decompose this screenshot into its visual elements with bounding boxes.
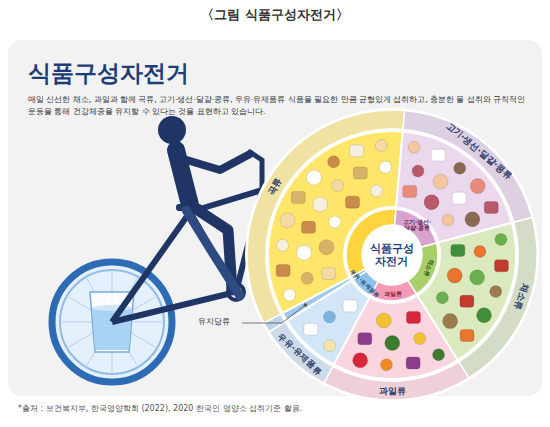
food-icon [280,213,295,228]
food-icon [412,165,424,177]
ring-label: 곡류 [265,177,283,198]
food-icon [301,221,315,233]
food-icon [470,179,485,194]
center-disc [362,225,422,285]
food-icon [301,272,313,284]
food-icon [343,300,357,312]
center-title: 식품구성 자전거 [368,242,416,268]
rider-head [158,116,186,144]
food-icon [353,167,367,179]
food-icon [306,170,321,185]
food-icon [350,145,364,157]
food-icon [433,349,445,361]
food-icon [490,286,502,298]
food-icon [477,308,492,323]
food-icon [276,265,290,277]
figure-title: 〈그림 식품구성자전거〉 [0,6,550,24]
food-icon [460,295,474,307]
food-icon [313,197,328,212]
food-icon [465,212,480,227]
center-circle: 식품구성 자전거 [362,225,423,286]
food-icon [406,311,420,323]
food-icon [353,353,368,368]
food-icon [424,195,439,210]
ring-label: 과일류 [379,385,406,396]
food-icon [345,196,359,208]
food-icon [276,239,288,251]
food-icon [328,156,340,168]
callout-label: 유지당류 [196,317,232,327]
food-icon [284,289,296,301]
food-sector [334,296,458,379]
leader-line [242,305,305,323]
food-icon [375,140,387,152]
food-icon [470,270,485,285]
food-icon [291,191,305,203]
ring-label: 우유·유제품류 [275,331,324,377]
food-icon [371,185,383,197]
food-icon [495,233,507,245]
food-icon [304,323,318,335]
rider-arm [180,154,250,170]
food-icon [297,245,312,260]
food-icon [443,314,458,329]
leader-dot [304,303,308,307]
food-icon [454,162,466,174]
water [92,308,132,350]
food-icon [376,313,391,328]
food-icon [322,268,336,280]
food-icon [408,141,420,153]
heading: 식품구성자전거 [28,60,189,88]
food-icon [484,202,498,214]
inner-label: 과일류 [384,290,402,297]
rider-leg [186,210,240,296]
food-icon [452,192,466,204]
source-note: *출처 : 보건복지부, 한국영양학회 (2022), 2020 한국인 영양소… [18,404,302,414]
bike-fork [250,152,262,190]
food-icon [414,333,426,345]
food-icon [385,335,400,350]
food-icon [494,260,508,272]
food-icon [406,357,420,369]
food-icon [358,333,372,345]
food-icon [403,185,417,197]
food-icon [319,240,334,255]
food-icon [447,268,462,283]
description: 매일 신선한 채소, 과일과 함께 곡류, 고기·생선·달걀·콩류, 우유·유제… [28,94,528,117]
food-icon [324,340,336,352]
food-sector [396,131,512,242]
food-icon [431,149,445,161]
food-icon [433,174,448,189]
inner-label: 채소류 [422,259,435,278]
wheel-rim [245,108,539,402]
food-icon [451,244,465,256]
ring-label: 채소류 [512,282,531,311]
food-icon [436,292,448,304]
food-icon [379,161,391,173]
food-icon [323,311,335,323]
food-icon [442,214,454,226]
ring-label: 고기·생선·달걀·콩류 [444,121,514,182]
food-icon [474,246,486,258]
food-icon [380,359,392,371]
food-icon [329,216,341,228]
food-icon [460,329,474,341]
food-icon [332,180,344,192]
